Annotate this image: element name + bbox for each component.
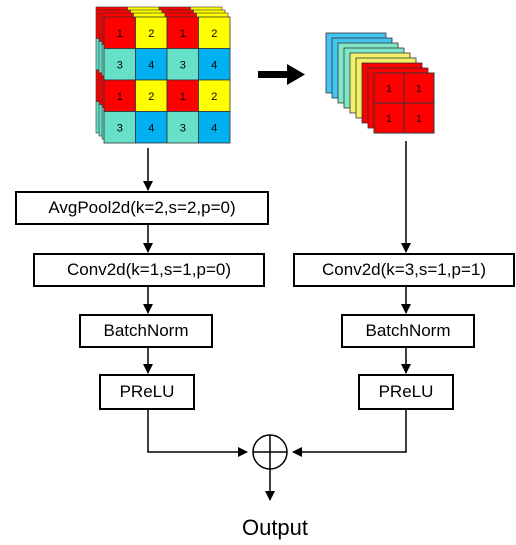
- output-cell: [403, 102, 435, 134]
- add-circle-icon: [252, 434, 288, 470]
- prelu-box-left: PReLU: [99, 374, 195, 410]
- input-feature-map-stack: 1 2 1 2 3 4 3 4 1 2 1 2 3 4 3 4: [95, 6, 231, 144]
- batchnorm-box-left: BatchNorm: [79, 314, 213, 348]
- output-cell: [403, 72, 435, 104]
- input-cell-label: 1: [117, 91, 123, 103]
- avgpool-box: AvgPool2d(k=2,s=2,p=0): [15, 191, 269, 225]
- input-front-layer: 1 2 1 2 3 4 3 4 1 2 1 2 3 4 3 4: [103, 16, 231, 144]
- input-cell: [198, 48, 231, 81]
- input-cell: [103, 48, 136, 81]
- batchnorm-box-right: BatchNorm: [341, 314, 475, 348]
- output-cell-label: 1: [386, 84, 392, 95]
- transform-arrow-icon: [258, 64, 305, 85]
- input-cell-label: 1: [180, 28, 186, 40]
- input-cell-label: 2: [148, 28, 154, 40]
- input-cell: [103, 111, 136, 144]
- input-cell: [135, 48, 168, 81]
- input-cell: [166, 79, 199, 112]
- input-cell-label: 4: [211, 122, 217, 134]
- input-cell: [103, 16, 136, 49]
- output-feature-map-stack: 1 1 1 1: [325, 32, 435, 134]
- output-cell-label: 1: [416, 114, 422, 125]
- input-cell-label: 4: [148, 59, 154, 71]
- connector-left-prelu-to-add: [147, 410, 248, 457]
- prelu-box-right: PReLU: [358, 374, 454, 410]
- output-cell-label: 1: [386, 114, 392, 125]
- input-cell: [198, 16, 231, 49]
- input-cell-label: 3: [180, 59, 186, 71]
- input-cell-label: 4: [211, 59, 217, 71]
- output-label: Output: [241, 515, 309, 540]
- input-cell-label: 1: [117, 28, 123, 40]
- input-cell-label: 1: [180, 91, 186, 103]
- input-cell: [166, 16, 199, 49]
- connector-right-prelu-to-add: [292, 410, 407, 457]
- input-cell-label: 2: [211, 91, 217, 103]
- input-cell: [166, 48, 199, 81]
- input-cell: [198, 79, 231, 112]
- input-cell-label: 2: [211, 28, 217, 40]
- output-cell: [373, 102, 405, 134]
- output-front-layer: 1 1 1 1: [373, 72, 435, 134]
- conv-1x1-box: Conv2d(k=1,s=1,p=0): [33, 253, 265, 287]
- input-cell-label: 3: [117, 59, 123, 71]
- input-cell-label: 2: [148, 91, 154, 103]
- input-cell: [135, 79, 168, 112]
- conv-3x3-box: Conv2d(k=3,s=1,p=1): [293, 253, 515, 287]
- input-cell-label: 3: [117, 122, 123, 134]
- input-cell-label: 3: [180, 122, 186, 134]
- input-cell: [103, 79, 136, 112]
- input-cell: [198, 111, 231, 144]
- output-cell-label: 1: [416, 84, 422, 95]
- input-cell-label: 4: [148, 122, 154, 134]
